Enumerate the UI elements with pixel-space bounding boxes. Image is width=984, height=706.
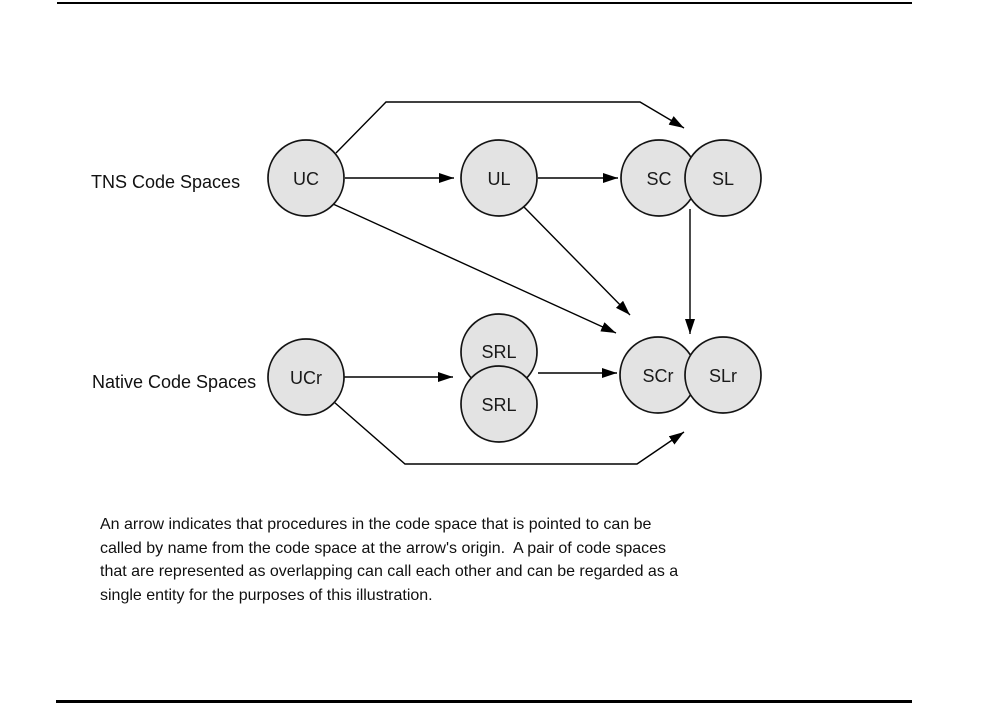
node-srl-upper-label: SRL	[481, 342, 516, 362]
top-page-rule	[57, 2, 912, 4]
edge-uc-sl-over-top	[335, 101, 685, 154]
caption-line: An arrow indicates that procedures in th…	[100, 516, 652, 533]
edge-ucr-scr-under-bottom	[333, 401, 685, 465]
row-label-native-code-spaces: Native Code Spaces	[92, 372, 256, 392]
node-srl-lower-label: SRL	[481, 395, 516, 415]
edge-uc-scr-diagonal	[332, 203, 617, 334]
caption-line: single entity for the purposes of this i…	[100, 586, 433, 604]
node-ul	[460, 139, 538, 217]
caption-line: called by name from the code space at th…	[100, 539, 667, 557]
node-sl	[684, 139, 762, 217]
figure-caption: An arrow indicates that procedures in th…	[100, 513, 678, 607]
node-sc-label: SC	[646, 169, 671, 189]
bottom-page-rule	[56, 700, 912, 703]
caption-line: that are represented as overlapping can …	[100, 563, 679, 581]
node-sl-label: SL	[712, 169, 734, 189]
node-ucr-label: UCr	[290, 368, 322, 388]
node-uc	[267, 139, 345, 217]
node-uc-label: UC	[293, 169, 319, 189]
node-scr-label: SCr	[643, 366, 674, 386]
node-ucr	[267, 338, 345, 416]
row-label-tns-code-spaces: TNS Code Spaces	[91, 172, 240, 192]
edge-ul-scr-diagonal	[523, 206, 631, 316]
node-ul-label: UL	[487, 169, 510, 189]
node-slr-label: SLr	[709, 366, 737, 386]
node-srl-lower	[460, 365, 538, 443]
node-slr	[684, 336, 762, 414]
